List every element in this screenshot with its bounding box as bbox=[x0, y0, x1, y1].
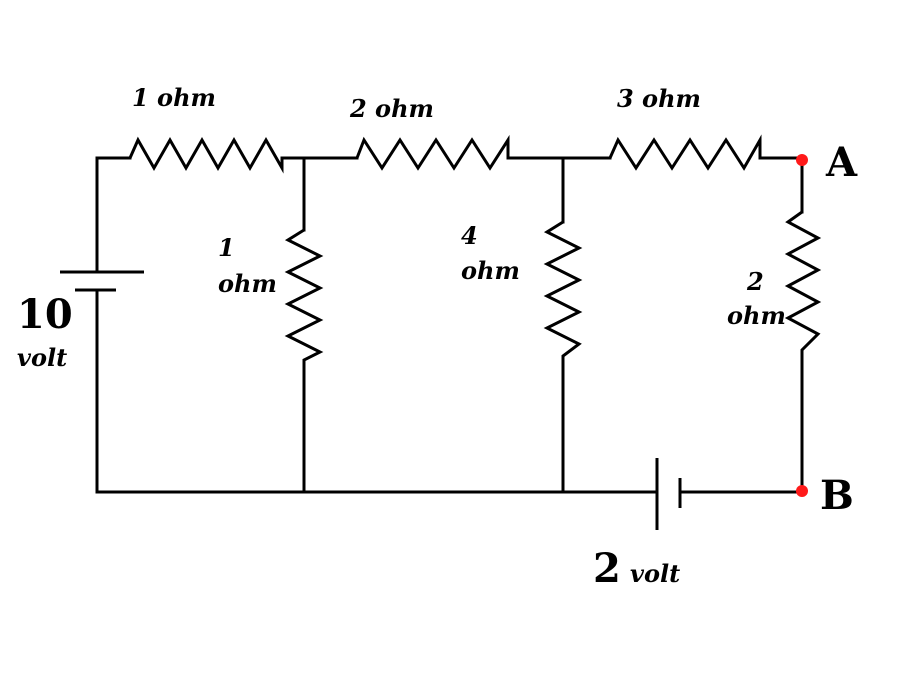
label-terminal-a: A bbox=[825, 139, 858, 186]
resistor-mid-2 bbox=[543, 220, 583, 368]
label-resistor-top-2: 2 ohm bbox=[349, 94, 434, 123]
wires bbox=[95, 156, 804, 494]
resistor-top-3 bbox=[608, 134, 762, 171]
resistor-right bbox=[784, 210, 822, 360]
label-resistor-right-value: 2 bbox=[746, 267, 764, 296]
label-battery-left-value: 10 bbox=[17, 291, 73, 338]
terminal-a-dot bbox=[796, 154, 808, 166]
label-resistor-mid-2-value: 4 bbox=[461, 221, 478, 250]
label-battery-bottom-value: 2 bbox=[593, 545, 621, 592]
label-battery-left-unit: volt bbox=[17, 343, 67, 372]
resistor-top-1 bbox=[128, 136, 284, 174]
label-resistor-top-1: 1 ohm bbox=[132, 83, 216, 112]
terminal-b-dot bbox=[796, 485, 808, 497]
label-resistor-mid-2-unit: ohm bbox=[461, 256, 520, 285]
label-resistor-mid-1-unit: ohm bbox=[218, 269, 277, 298]
battery-left bbox=[60, 213, 144, 292]
resistor-top-2 bbox=[355, 134, 510, 171]
battery-bottom bbox=[655, 458, 682, 530]
label-resistor-top-3: 3 ohm bbox=[617, 84, 701, 113]
label-resistor-mid-1-value: 1 bbox=[218, 233, 235, 262]
label-battery-bottom-unit: volt bbox=[630, 559, 680, 588]
resistor-mid-1 bbox=[284, 228, 324, 370]
label-resistor-right-unit: ohm bbox=[727, 301, 786, 330]
label-terminal-b: B bbox=[820, 472, 854, 519]
